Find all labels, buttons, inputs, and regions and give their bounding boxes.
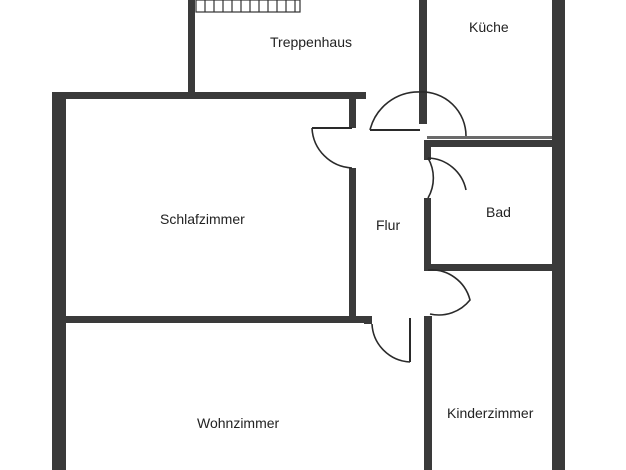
door-treppenhaus [369,91,467,137]
wall-right [552,0,565,470]
living-walls [364,316,432,470]
room-label-wohnzimmer: Wohnzimmer [197,415,280,431]
bedroom-walls [52,92,366,323]
room-label-treppenhaus: Treppenhaus [270,34,352,50]
stairwell-walls [188,0,427,96]
room-label-kueche: Küche [469,19,509,35]
room-label-flur: Flur [376,217,400,233]
door-bad [427,157,467,199]
room-label-kinderzimmer: Kinderzimmer [447,405,534,421]
outer-walls [52,0,565,470]
corridor-walls [419,94,557,271]
staircase [195,0,301,13]
room-label-bad: Bad [486,204,511,220]
door-schlafzimmer [311,127,353,169]
wall-left [52,92,66,470]
wall-top-left [52,92,366,99]
door-kinderzimmer [427,269,471,316]
room-label-schlafzimmer: Schlafzimmer [160,211,245,227]
door-wohnzimmer [371,318,411,363]
